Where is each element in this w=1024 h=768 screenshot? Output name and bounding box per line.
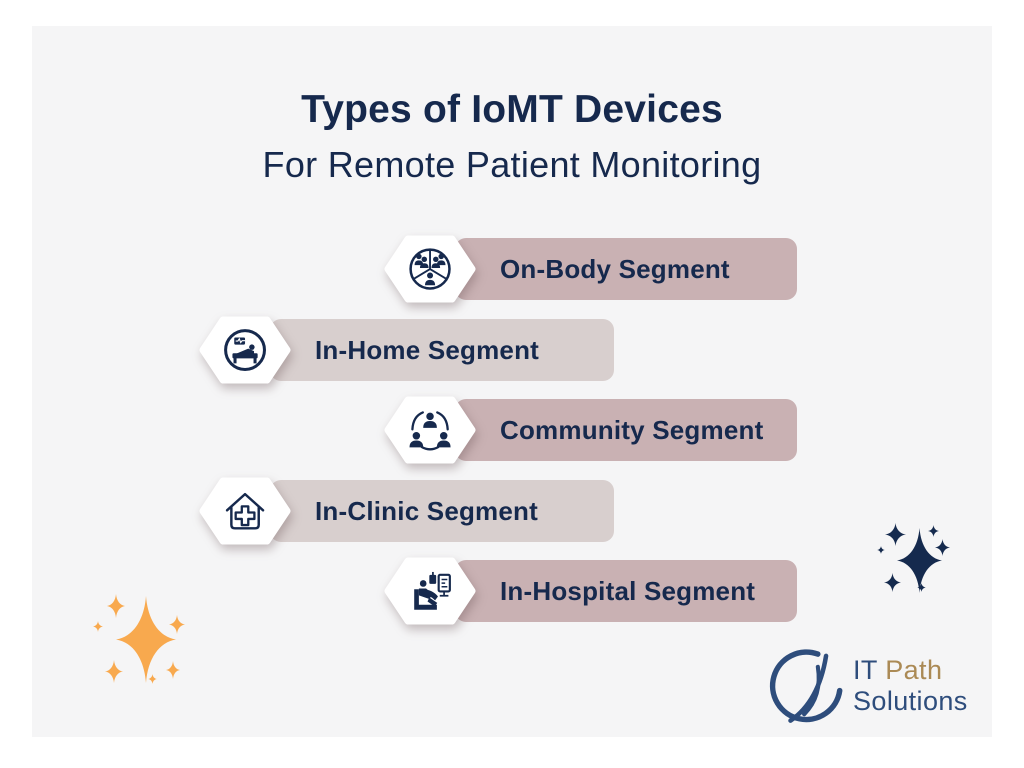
company-logo-text: IT Path Solutions xyxy=(853,655,968,717)
segment-banner xyxy=(455,399,797,461)
segment-label: In-Clinic Segment xyxy=(315,495,538,526)
segment-label: In-Hospital Segment xyxy=(500,575,756,606)
sparkle-orange-icon xyxy=(93,594,185,684)
segment-banner xyxy=(270,480,614,542)
segment-badge xyxy=(199,477,291,545)
company-logo: IT Path Solutions xyxy=(765,645,968,727)
logo-word-solutions: Solutions xyxy=(853,686,968,716)
in-home-icon xyxy=(224,329,266,371)
segment-banner xyxy=(455,238,797,300)
page-title: Types of IoMT Devices xyxy=(301,88,723,131)
segment-banner xyxy=(455,560,797,622)
segment-label: On-Body Segment xyxy=(500,253,730,284)
community-icon xyxy=(409,411,451,451)
segment-label: In-Home Segment xyxy=(315,334,540,365)
segment-badge xyxy=(199,316,291,384)
segment-banner xyxy=(270,319,614,381)
segment-row: Community Segment xyxy=(0,396,1024,464)
segment-badge xyxy=(384,557,476,625)
segment-badge xyxy=(384,235,476,303)
title-block: Types of IoMT Devices For Remote Patient… xyxy=(32,88,992,186)
in-hospital-icon xyxy=(414,571,451,610)
on-body-icon xyxy=(409,248,451,290)
page-subtitle: For Remote Patient Monitoring xyxy=(262,144,762,185)
segment-badge xyxy=(384,396,476,464)
in-clinic-icon xyxy=(225,492,265,530)
segment-row: On-Body Segment xyxy=(0,235,1024,303)
sparkle-navy-icon xyxy=(877,523,950,593)
segment-row: In-Clinic Segment xyxy=(0,477,1024,545)
segment-row: In-Home Segment xyxy=(0,316,1024,384)
company-logo-mark-icon xyxy=(769,649,843,723)
logo-word-path: Path xyxy=(885,655,943,685)
logo-word-it: IT xyxy=(853,655,878,685)
segment-label: Community Segment xyxy=(500,414,764,445)
segment-row: In-Hospital Segment xyxy=(0,557,1024,625)
